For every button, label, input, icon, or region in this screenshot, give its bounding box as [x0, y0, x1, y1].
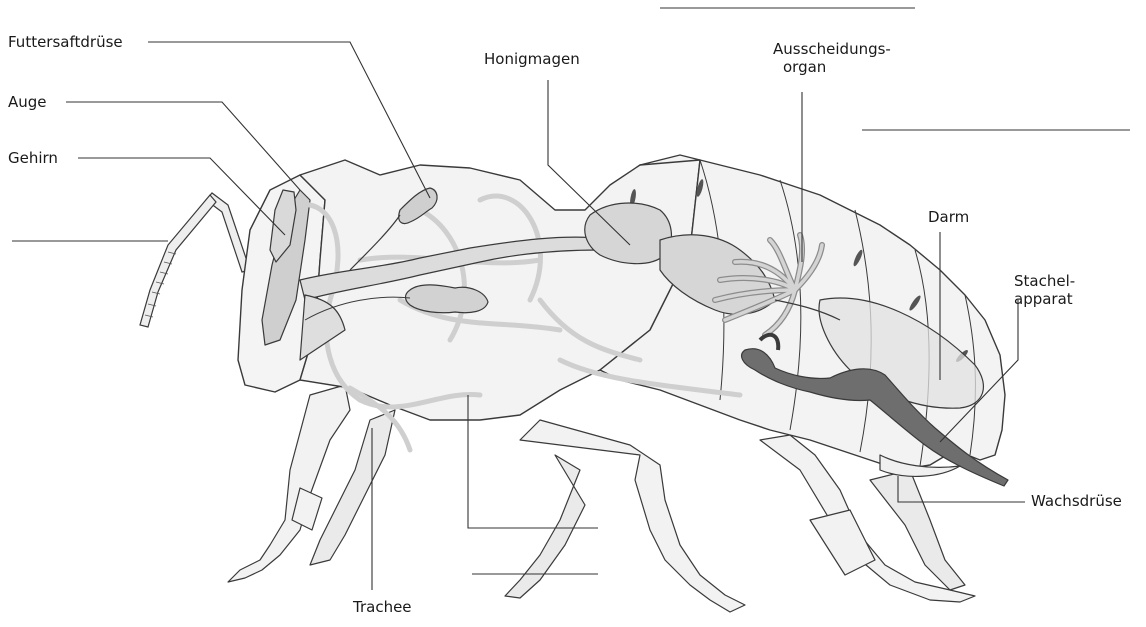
label-stachelapparat-line2: apparat [1014, 290, 1075, 308]
line-auge [66, 102, 300, 190]
label-futtersaftdruese: Futtersaftdrüse [8, 33, 123, 51]
label-auge: Auge [8, 93, 47, 111]
antenna [140, 193, 250, 327]
middle-leg [520, 420, 745, 612]
label-trachee: Trachee [353, 598, 412, 616]
label-stachelapparat-line1: Stachel- [1014, 272, 1075, 290]
label-ausscheidungsorgan: Ausscheidungs- organ [773, 40, 891, 76]
label-honigmagen: Honigmagen [484, 50, 580, 68]
hind-leg-tibia [810, 510, 875, 575]
label-darm: Darm [928, 208, 969, 226]
label-ausscheidungsorgan-line1: Ausscheidungs- [773, 40, 891, 58]
label-gehirn: Gehirn [8, 149, 58, 167]
label-ausscheidungsorgan-line2: organ [773, 58, 891, 76]
label-stachelapparat: Stachel- apparat [1014, 272, 1075, 308]
label-wachsdruese: Wachsdrüse [1031, 492, 1122, 510]
middle-leg-2 [505, 455, 585, 598]
